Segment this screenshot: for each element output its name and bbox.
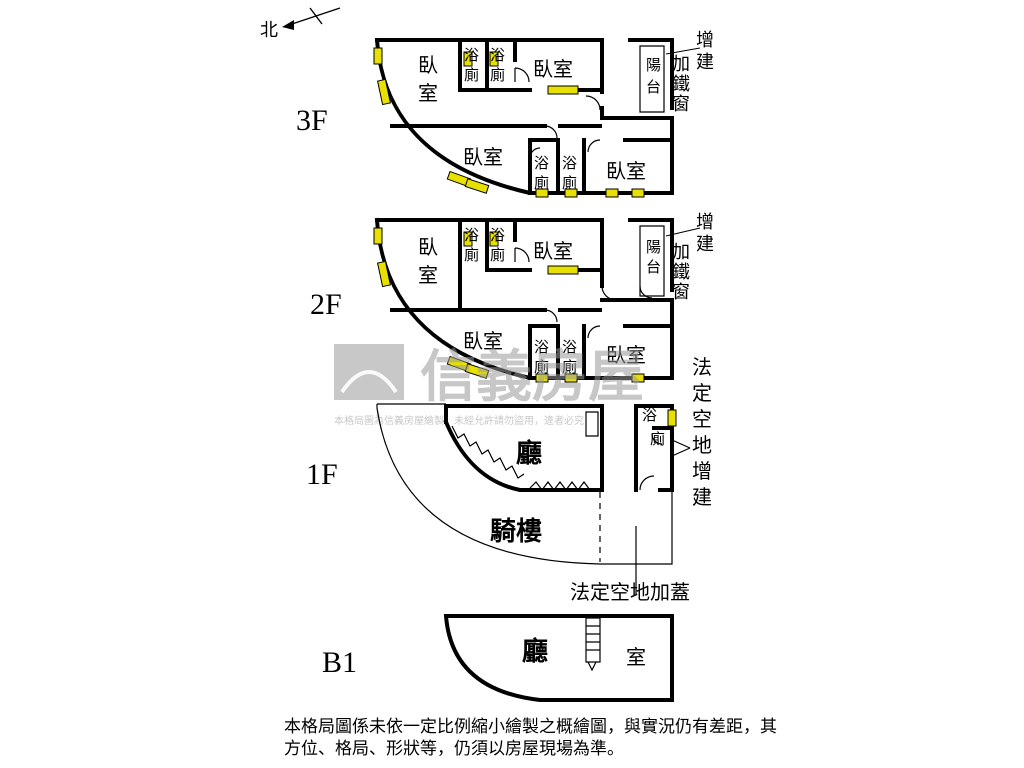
- window: [463, 51, 473, 67]
- window: [464, 178, 490, 194]
- window: [463, 231, 473, 247]
- window: [631, 188, 645, 198]
- room-label: 臥室: [533, 239, 573, 263]
- room-label: 浴廁: [534, 338, 549, 376]
- room-label: 臥室: [606, 343, 646, 367]
- disclaimer-note: 本格局圖係未依一定比例縮小繪製之概繪圖，與實況仍有差距，其方位、格局、形狀等，仍…: [284, 717, 777, 759]
- room-label: 陽台: [646, 56, 661, 96]
- window: [376, 260, 392, 288]
- room-label: 浴廁: [562, 154, 577, 192]
- floor-b1: B1 廳 室: [322, 614, 674, 702]
- window: [376, 78, 392, 106]
- window: [564, 373, 578, 383]
- window: [535, 188, 549, 198]
- room-label: 浴廁: [464, 46, 479, 84]
- floor-2f: 2F 臥室 浴廁 浴廁 臥室 陽台 臥室: [310, 212, 714, 383]
- room-label: 廳: [516, 438, 542, 469]
- floor-label-b1: B1: [322, 646, 357, 679]
- room-label: 臥室: [533, 57, 573, 81]
- extension-note-2f: 增建加鐵窗: [672, 212, 714, 303]
- room-label: 浴廁: [534, 154, 549, 192]
- watermark-caption: 本格局圖為信義房屋繪製，未經允許請勿盜用，違者必究: [334, 414, 584, 427]
- window: [535, 373, 549, 383]
- north-arrow-icon: 北: [260, 7, 341, 41]
- window: [547, 85, 579, 95]
- room-label: 浴廁: [490, 46, 505, 84]
- room-label: 臥室: [418, 235, 438, 287]
- room-label: 騎樓: [490, 516, 542, 547]
- floor-3f: 3F 臥室 浴: [296, 30, 714, 198]
- room-label: 陽台: [646, 238, 661, 276]
- window: [489, 231, 499, 247]
- room-label: 臥室: [418, 53, 438, 105]
- extension-note-3f: 增建加鐵窗: [672, 30, 714, 115]
- window: [489, 51, 499, 67]
- floor-label-1f: 1F: [306, 458, 338, 491]
- compass-label: 北: [260, 20, 278, 41]
- window: [373, 227, 383, 245]
- window: [667, 409, 677, 427]
- room-label: 臥室: [606, 159, 646, 183]
- floor-label-2f: 2F: [310, 288, 342, 321]
- window: [547, 265, 579, 275]
- room-label: 浴廁: [642, 406, 665, 448]
- watermark-brand: 信義房屋: [420, 345, 644, 410]
- window: [605, 188, 619, 198]
- window: [631, 373, 645, 383]
- window: [564, 188, 578, 198]
- room-label: 室: [626, 645, 646, 669]
- watermark: 信義房屋 本格局圖為信義房屋繪製，未經允許請勿盜用，違者必究: [334, 344, 644, 427]
- side-note-1f: 法定空地增建: [692, 355, 712, 509]
- room-label: 浴廁: [562, 338, 577, 376]
- window: [464, 363, 490, 379]
- room-label: 浴廁: [464, 226, 479, 264]
- room-label: 廳: [522, 636, 548, 667]
- floor-1f: 1F 廳 騎樓 浴廁 法定空地增建 法定空地加蓋: [306, 355, 712, 604]
- floor-label-3f: 3F: [296, 104, 328, 137]
- window: [373, 47, 383, 65]
- bottom-note-1f: 法定空地加蓋: [570, 580, 690, 604]
- room-label: 臥室: [463, 145, 503, 169]
- room-label: 臥室: [463, 329, 503, 353]
- room-label: 浴廁: [490, 226, 505, 264]
